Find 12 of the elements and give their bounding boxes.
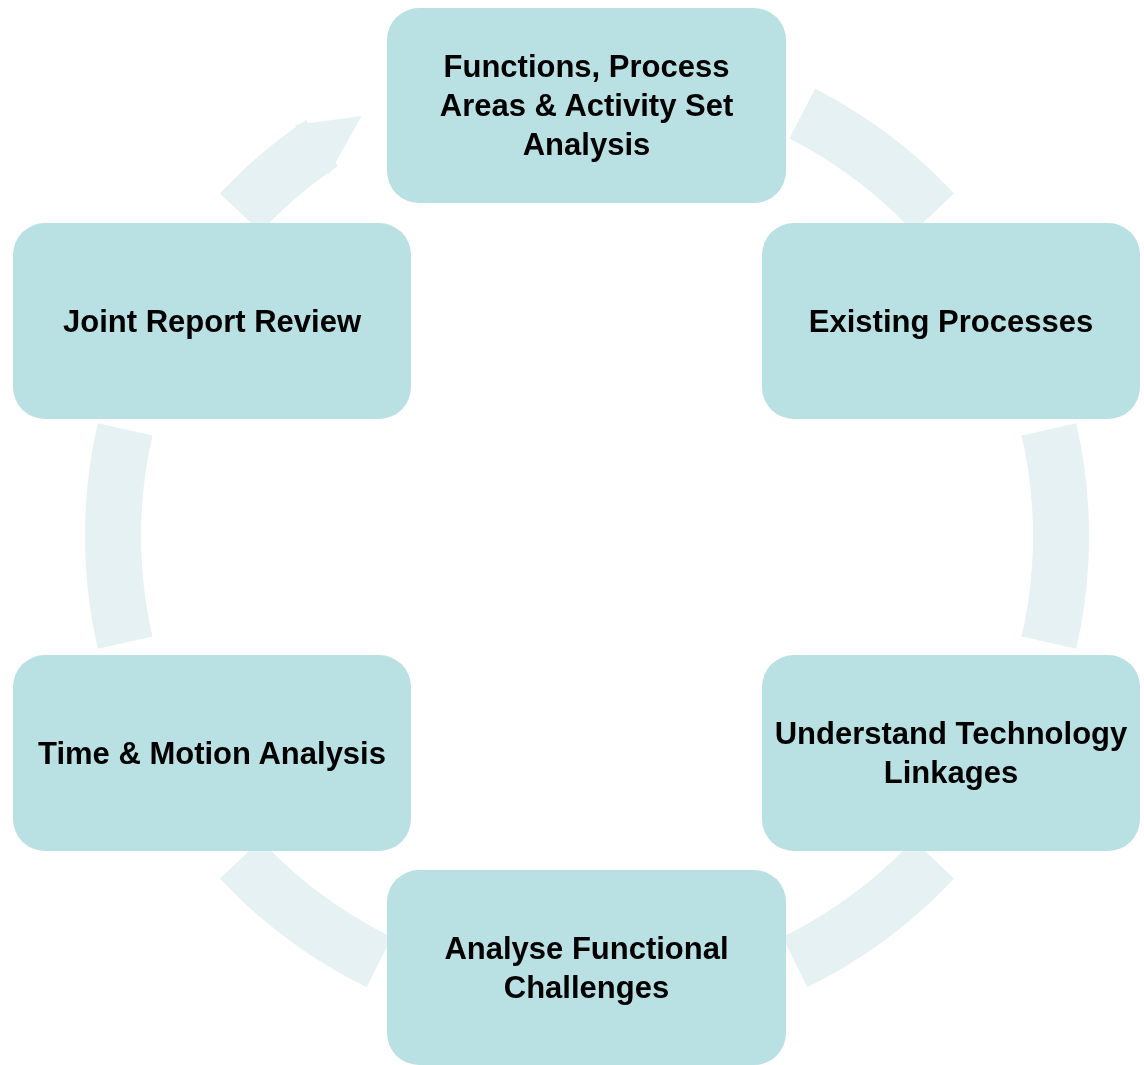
step-label: Joint Report Review — [63, 302, 361, 341]
step-box — [387, 8, 786, 203]
step-box — [13, 223, 411, 419]
step-label: Existing Processes — [808, 302, 1094, 341]
step-box — [387, 870, 786, 1065]
step-label: Time & Motion Analysis — [38, 734, 386, 773]
step-box — [762, 655, 1140, 851]
step-box — [13, 655, 411, 851]
step-label: Functions, Process Areas & Activity Set Analysis — [438, 48, 735, 164]
step-label: Understand Technology Linkages — [773, 715, 1129, 792]
step-box — [762, 223, 1140, 419]
step-label: Analyse Functional Challenges — [443, 929, 730, 1007]
